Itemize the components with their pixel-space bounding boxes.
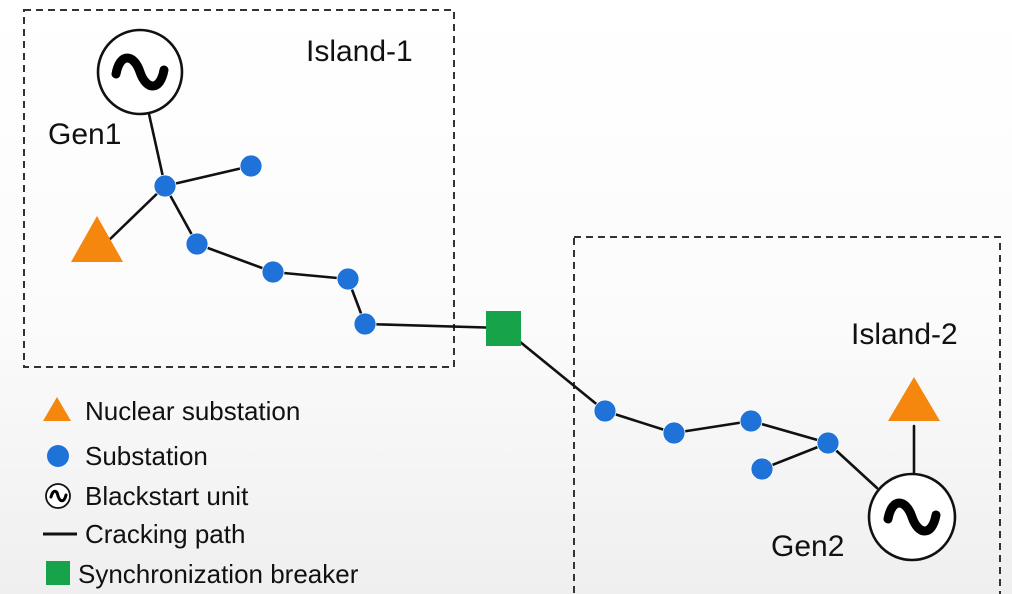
substation-node <box>185 232 209 256</box>
substation-node <box>739 409 763 433</box>
nuclear-substation-2 <box>888 377 940 421</box>
path-segment <box>672 419 753 435</box>
legend: Nuclear substation Substation Blackstart… <box>43 396 359 589</box>
legend-breaker-label: Synchronization breaker <box>78 559 359 589</box>
substation-node <box>353 312 377 336</box>
path-segment <box>603 409 676 435</box>
substation-nodes <box>153 154 840 481</box>
gen2-sine-icon <box>883 498 941 536</box>
gen2-label: Gen2 <box>771 530 844 563</box>
nuclear-substation-1 <box>71 216 123 262</box>
substation-node <box>239 154 263 178</box>
path-segment <box>195 242 275 274</box>
substation-node <box>662 421 686 445</box>
legend-sine-icon <box>49 489 68 503</box>
path-segment <box>760 441 830 471</box>
path-segment <box>363 322 505 330</box>
legend-substation-label: Substation <box>85 441 208 471</box>
substation-node <box>593 399 617 423</box>
substation-node <box>261 260 285 284</box>
legend-substation-icon <box>47 445 69 467</box>
substation-node <box>153 174 177 198</box>
legend-path-label: Cracking path <box>85 519 245 549</box>
blackstart-unit-gen2 <box>867 472 957 562</box>
cracking-path-lines <box>104 112 916 490</box>
path-segment <box>271 270 350 281</box>
substation-node <box>336 267 360 291</box>
gen1-label: Gen1 <box>48 118 121 151</box>
path-segment <box>104 184 167 245</box>
island-2-box <box>573 236 1001 594</box>
path-segment <box>147 112 167 188</box>
island-1-label: Island-1 <box>306 35 413 68</box>
path-segment <box>749 419 830 445</box>
legend-nuclear-label: Nuclear substation <box>85 396 300 426</box>
path-segment <box>163 164 253 188</box>
legend-nuclear-icon <box>43 397 71 421</box>
gen1-sine-icon <box>111 53 169 91</box>
synchronization-breaker <box>486 311 521 346</box>
island-2-label: Island-2 <box>851 318 958 351</box>
legend-breaker-icon <box>46 561 70 585</box>
substation-node <box>816 431 840 455</box>
island-1-box <box>23 9 455 368</box>
blackstart-unit-gen1 <box>96 28 184 116</box>
legend-blackstart-label: Blackstart unit <box>85 481 249 511</box>
substation-node <box>750 457 774 481</box>
